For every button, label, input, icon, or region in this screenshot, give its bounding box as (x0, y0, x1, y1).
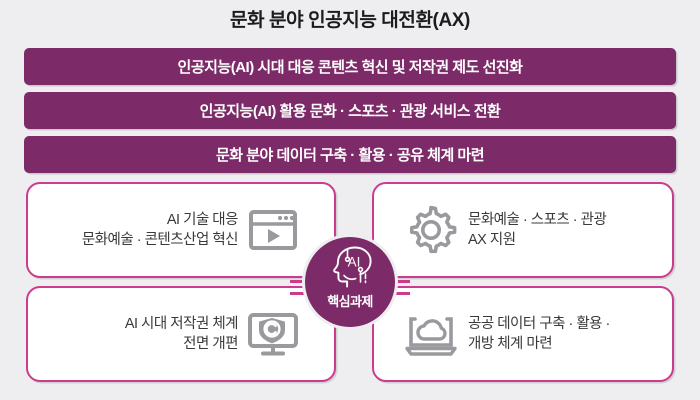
laptop-cloud-icon (404, 307, 458, 361)
center-core-task-badge: AI 핵심과제 (305, 237, 395, 327)
task-card-bottom-right: 공공 데이터 구축 · 활용 · 개방 체계 마련 (372, 286, 674, 382)
connector-left-upper (290, 280, 308, 283)
center-core-task-label: 핵심과제 (327, 294, 373, 309)
task-card-top-right: 문화예술 · 스포츠 · 관광 AX 지원 (372, 182, 674, 278)
strategy-bar-1: 인공지능(AI) 시대 대응 콘텐츠 혁신 및 저작권 제도 선진화 (24, 48, 676, 85)
badge-acronym: AI (348, 255, 361, 270)
ai-head-circuit-icon: AI (333, 246, 372, 288)
strategy-bar-3-label: 문화 분야 데이터 구축 · 활용 · 공유 체계 마련 (215, 147, 485, 164)
browser-media-player-icon (246, 203, 300, 257)
page-title: 문화 분야 인공지능 대전환(AX) (230, 10, 470, 31)
strategy-bar-1-label: 인공지능(AI) 시대 대응 콘텐츠 혁신 및 저작권 제도 선진화 (177, 59, 523, 76)
task-card-top-left-label: AI 기술 대응 문화예술 · 콘텐츠산업 혁신 (81, 212, 239, 248)
task-card-bottom-right-label: 공공 데이터 구축 · 활용 · 개방 체계 마련 (468, 316, 610, 352)
connector-left-lower (290, 292, 308, 295)
connector-right-lower (392, 292, 410, 295)
task-card-top-left: AI 기술 대응 문화예술 · 콘텐츠산업 혁신 (26, 182, 336, 278)
connector-right-upper (392, 280, 410, 283)
strategy-bar-3: 문화 분야 데이터 구축 · 활용 · 공유 체계 마련 (24, 136, 676, 173)
gear-icon (404, 203, 458, 257)
strategy-bar-2: 인공지능(AI) 활용 문화 · 스포츠 · 관광 서비스 전환 (24, 92, 676, 129)
task-card-top-right-label: 문화예술 · 스포츠 · 관광 AX 지원 (468, 212, 607, 248)
monitor-copyright-shield-icon (246, 307, 300, 361)
task-card-bottom-left-label: AI 시대 저작권 체계 전면 개편 (124, 316, 239, 352)
task-card-bottom-left: AI 시대 저작권 체계 전면 개편 (26, 286, 336, 382)
strategy-bar-2-label: 인공지능(AI) 활용 문화 · 스포츠 · 관광 서비스 전환 (199, 103, 501, 120)
